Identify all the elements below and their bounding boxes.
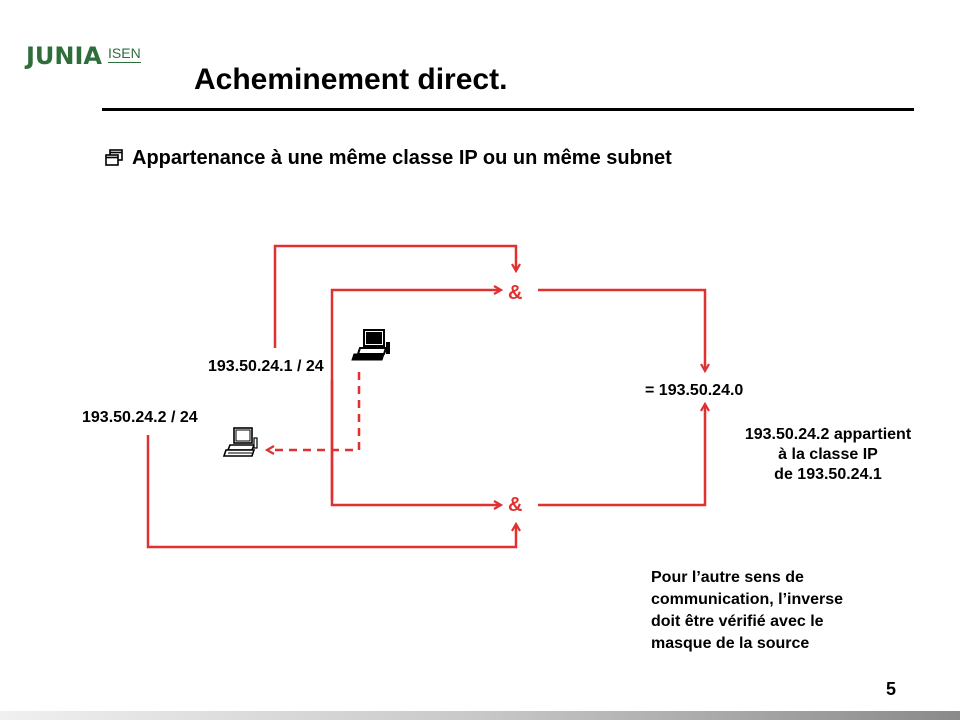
computer-icon xyxy=(351,329,390,361)
arrow-and-bottom-to-result xyxy=(538,405,705,507)
result-label: = 193.50.24.0 xyxy=(645,382,744,399)
host-a-label: 193.50.24.1 / 24 xyxy=(208,358,324,375)
slide-title: Acheminement direct. xyxy=(194,63,508,96)
logo-main-text: JUNIA xyxy=(26,42,103,70)
junia-isen-logo: JUNIA ISEN xyxy=(26,42,141,76)
bullet-row: Appartenance à une même classe IP ou un … xyxy=(104,145,672,171)
page-number: 5 xyxy=(886,679,897,699)
note-text: Pour l’autre sens de communication, l’in… xyxy=(651,567,843,655)
bullet-text: Appartenance à une même classe IP ou un … xyxy=(132,147,672,169)
note-line: communication, l’inverse xyxy=(651,591,844,608)
footer-bar xyxy=(0,711,960,720)
dashed-arrow-host-a-to-host-b xyxy=(268,372,361,450)
and-operator-top: & xyxy=(508,282,523,304)
logo-sub-text: ISEN xyxy=(108,45,141,63)
and-operator-bottom: & xyxy=(508,494,523,516)
window-bullet-icon xyxy=(105,149,123,166)
computer-icon xyxy=(222,427,258,457)
arrow-mask-to-and-top xyxy=(330,290,500,500)
conclusion-text: 193.50.24.2 appartient à la classe IP de… xyxy=(728,425,928,485)
arrow-host-b-to-and-bottom xyxy=(146,435,516,549)
host-b-label: 193.50.24.2 / 24 xyxy=(82,409,198,426)
arrow-and-top-to-result xyxy=(538,288,705,370)
conclusion-line: à la classe IP xyxy=(778,446,878,463)
arrow-mask-to-and-bottom xyxy=(330,380,500,505)
conclusion-line: 193.50.24.2 appartient xyxy=(744,426,912,443)
note-line: doit être vérifié avec le xyxy=(651,613,824,630)
note-line: Pour l’autre sens de xyxy=(651,569,804,586)
arrow-host-a-to-and-top xyxy=(273,244,516,348)
note-line: masque de la source xyxy=(651,635,810,652)
conclusion-line: de 193.50.24.1 xyxy=(774,466,882,483)
title-underline xyxy=(102,108,914,111)
